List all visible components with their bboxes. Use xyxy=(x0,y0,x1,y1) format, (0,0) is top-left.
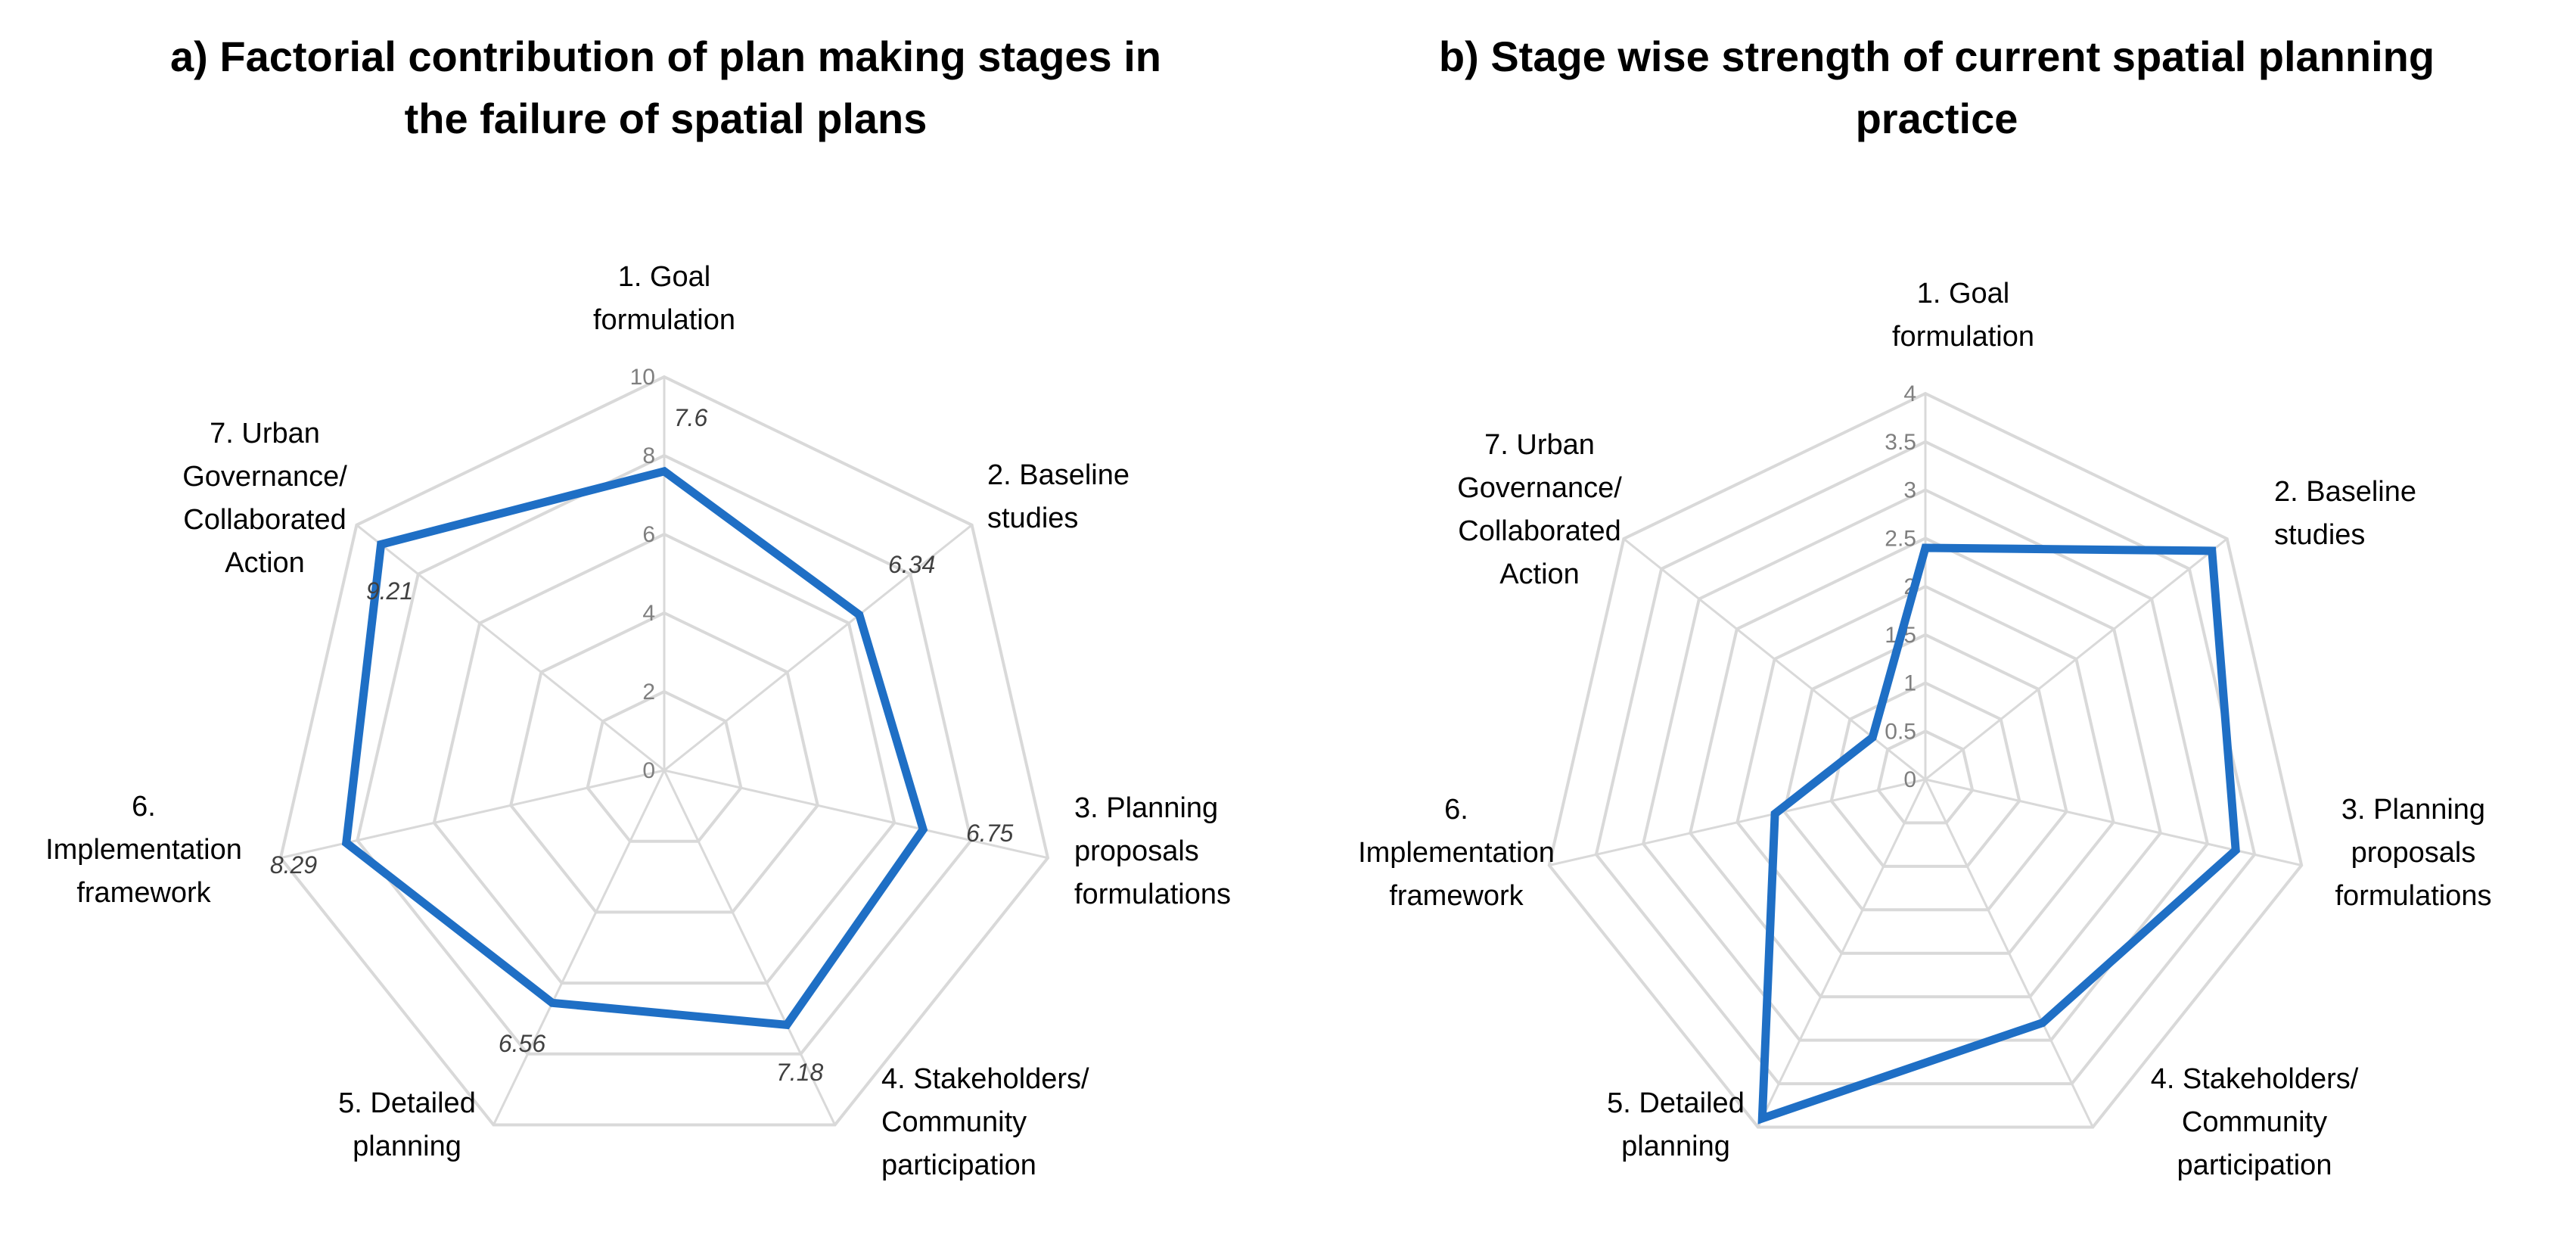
chart-b-tick-label: 1 xyxy=(1903,671,1916,696)
chart-a-spoke xyxy=(356,524,665,772)
chart-b-spoke xyxy=(1549,778,1926,866)
chart-b-spoke xyxy=(1925,537,2228,781)
chart-b-grid-ring xyxy=(1641,488,2210,1042)
chart-a-grid-ring xyxy=(356,453,973,1056)
chart-a-tick-label: 0 xyxy=(642,758,655,783)
chart-b-grid-ring xyxy=(1547,391,2304,1129)
chart-b-spoke xyxy=(1623,537,1926,781)
chart-a-data-label: 8.29 xyxy=(270,851,317,879)
chart-b-title-line: b) Stage wise strength of current spatia… xyxy=(1438,33,2435,80)
chart-b-grid-ring xyxy=(1829,681,2021,868)
chart-b-title-line: practice xyxy=(1855,95,2018,142)
chart-a-data-point xyxy=(552,1002,553,1004)
chart-a-tick-label: 8 xyxy=(642,443,655,468)
chart-a-grid-ring xyxy=(509,611,819,914)
chart-a-tick-label: 10 xyxy=(630,365,655,390)
chart-b-data-point xyxy=(2041,1022,2043,1024)
chart-a-title-line: a) Factorial contribution of plan making… xyxy=(170,33,1161,80)
chart-a-data-point xyxy=(380,543,382,546)
chart-a-series-line xyxy=(341,466,928,1030)
chart-a-data-point xyxy=(786,1024,788,1026)
chart-a-data-label: 7.6 xyxy=(674,404,708,431)
chart-b-data-point xyxy=(1872,736,1874,739)
chart-a-grid-ring xyxy=(432,532,896,985)
chart-a-data-point xyxy=(858,614,860,616)
chart-b-grid xyxy=(1547,391,2304,1129)
chart-b-data-point xyxy=(1925,547,1926,549)
chart-b-data-point xyxy=(1761,1118,1763,1119)
chart-b-grid-ring xyxy=(1782,633,2068,912)
chart-b-spoke xyxy=(1925,778,2302,866)
chart-b-spoke xyxy=(1924,779,2094,1128)
chart-a-data-label: 9.21 xyxy=(366,577,413,605)
chart-a-data-label: 6.75 xyxy=(966,820,1013,847)
chart-a-grid-ring xyxy=(278,375,1050,1127)
chart-a-tick-label: 2 xyxy=(642,680,655,705)
chart-b-grid-ring xyxy=(1876,729,1975,825)
chart-a-spoke xyxy=(663,770,836,1126)
chart-a-spoke xyxy=(663,769,1049,860)
chart-a-data-point xyxy=(663,470,665,472)
chart-b-data-point xyxy=(1774,813,1776,815)
chart-b-tick-label: 3.5 xyxy=(1885,430,1916,455)
chart-a-tick-label: 4 xyxy=(642,601,655,626)
chart-a-data-label: 6.34 xyxy=(888,551,935,578)
chart-b-tick-label: 0 xyxy=(1903,767,1916,792)
chart-b-data-point xyxy=(2211,549,2213,552)
chart-b-title: b) Stage wise strength of current spatia… xyxy=(1392,26,2481,150)
chart-b-grid-ring xyxy=(1594,440,2257,1086)
chart-a-data-label: 7.18 xyxy=(776,1059,823,1086)
chart-a-spoke xyxy=(663,524,973,772)
chart-a-spoke xyxy=(493,770,666,1126)
chart-b-spoke xyxy=(1757,779,1927,1128)
chart-b-grid-ring xyxy=(1689,537,2162,999)
chart-b-tick-label: 2.5 xyxy=(1885,526,1916,551)
chart-b-tick-label: 4 xyxy=(1903,381,1916,406)
chart-b-data-point xyxy=(2235,849,2237,851)
chart-a-data-point xyxy=(345,841,347,844)
chart-b-tick-label: 0.5 xyxy=(1885,719,1916,744)
chart-a-title-line: the failure of spatial plans xyxy=(404,95,928,142)
chart-b-series-line xyxy=(1757,543,2240,1124)
chart-b-tick-label: 3 xyxy=(1903,478,1916,503)
chart-a-data-label: 6.56 xyxy=(499,1030,545,1057)
chart-b-grid-ring xyxy=(1735,584,2115,955)
chart-a-title: a) Factorial contribution of plan making… xyxy=(91,26,1241,150)
chart-a-data-point xyxy=(922,829,924,831)
chart-a-grid-ring xyxy=(586,689,743,843)
chart-a-tick-label: 6 xyxy=(642,522,655,547)
